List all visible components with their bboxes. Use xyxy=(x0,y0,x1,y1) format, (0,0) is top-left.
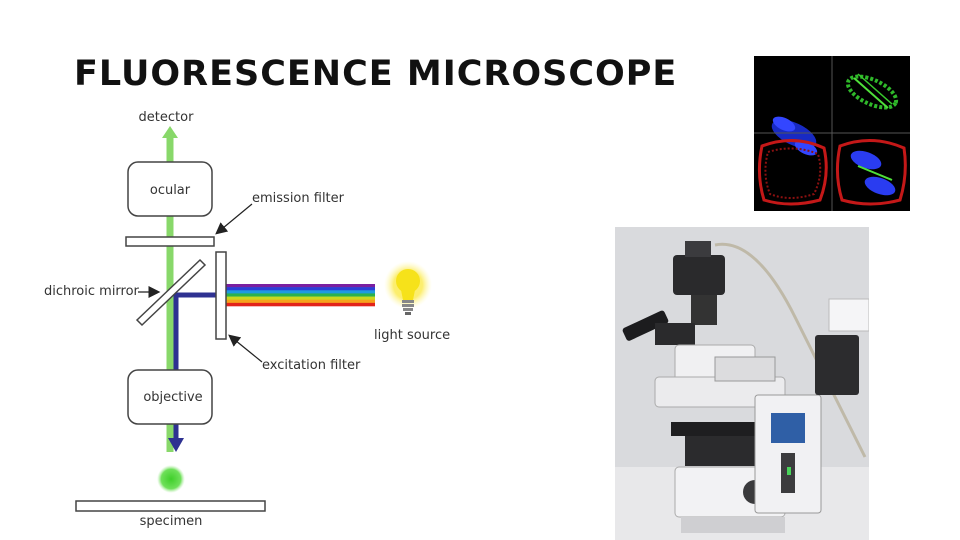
spectrum-stripe xyxy=(226,296,375,301)
objective-box xyxy=(127,369,213,425)
green-tubules-panel xyxy=(845,73,899,110)
slide-title: FLUORESCENCE MICROSCOPE xyxy=(74,54,678,94)
excitation-filter-label: excitation filter xyxy=(262,358,361,373)
spectrum-stripe xyxy=(226,290,375,294)
emission-filter-label: emission filter xyxy=(252,191,345,206)
light-spectrum-band xyxy=(226,284,375,307)
spectrum-stripe xyxy=(226,284,375,288)
specimen-label: specimen xyxy=(140,514,203,529)
excitation-filter-pointer xyxy=(228,334,263,363)
dichroic-mirror xyxy=(135,258,207,327)
ocular-label: ocular xyxy=(150,183,191,198)
emission-filter xyxy=(125,236,215,247)
specimen-glow xyxy=(157,465,185,493)
spectrum-stripe xyxy=(226,293,375,297)
light-bulb-icon xyxy=(384,261,432,315)
excitation-filter xyxy=(215,251,227,340)
spectrum-stripe xyxy=(226,302,375,307)
spectrum-stripe xyxy=(226,287,375,291)
red-membrane-panel xyxy=(757,138,828,206)
fluorescence-microscope-photo xyxy=(615,227,869,540)
spectrum-stripe xyxy=(226,299,375,304)
objective-label: objective xyxy=(143,390,202,405)
specimen-slide xyxy=(75,500,266,512)
detector-label: detector xyxy=(139,110,195,125)
dichroic-mirror-label: dichroic mirror xyxy=(44,284,140,299)
cell-fluorescence-grid-image xyxy=(754,56,910,211)
emission-filter-pointer xyxy=(215,203,253,235)
merged-panel xyxy=(835,138,907,206)
ocular-box xyxy=(127,161,213,217)
light-source-label: light source xyxy=(374,328,450,343)
